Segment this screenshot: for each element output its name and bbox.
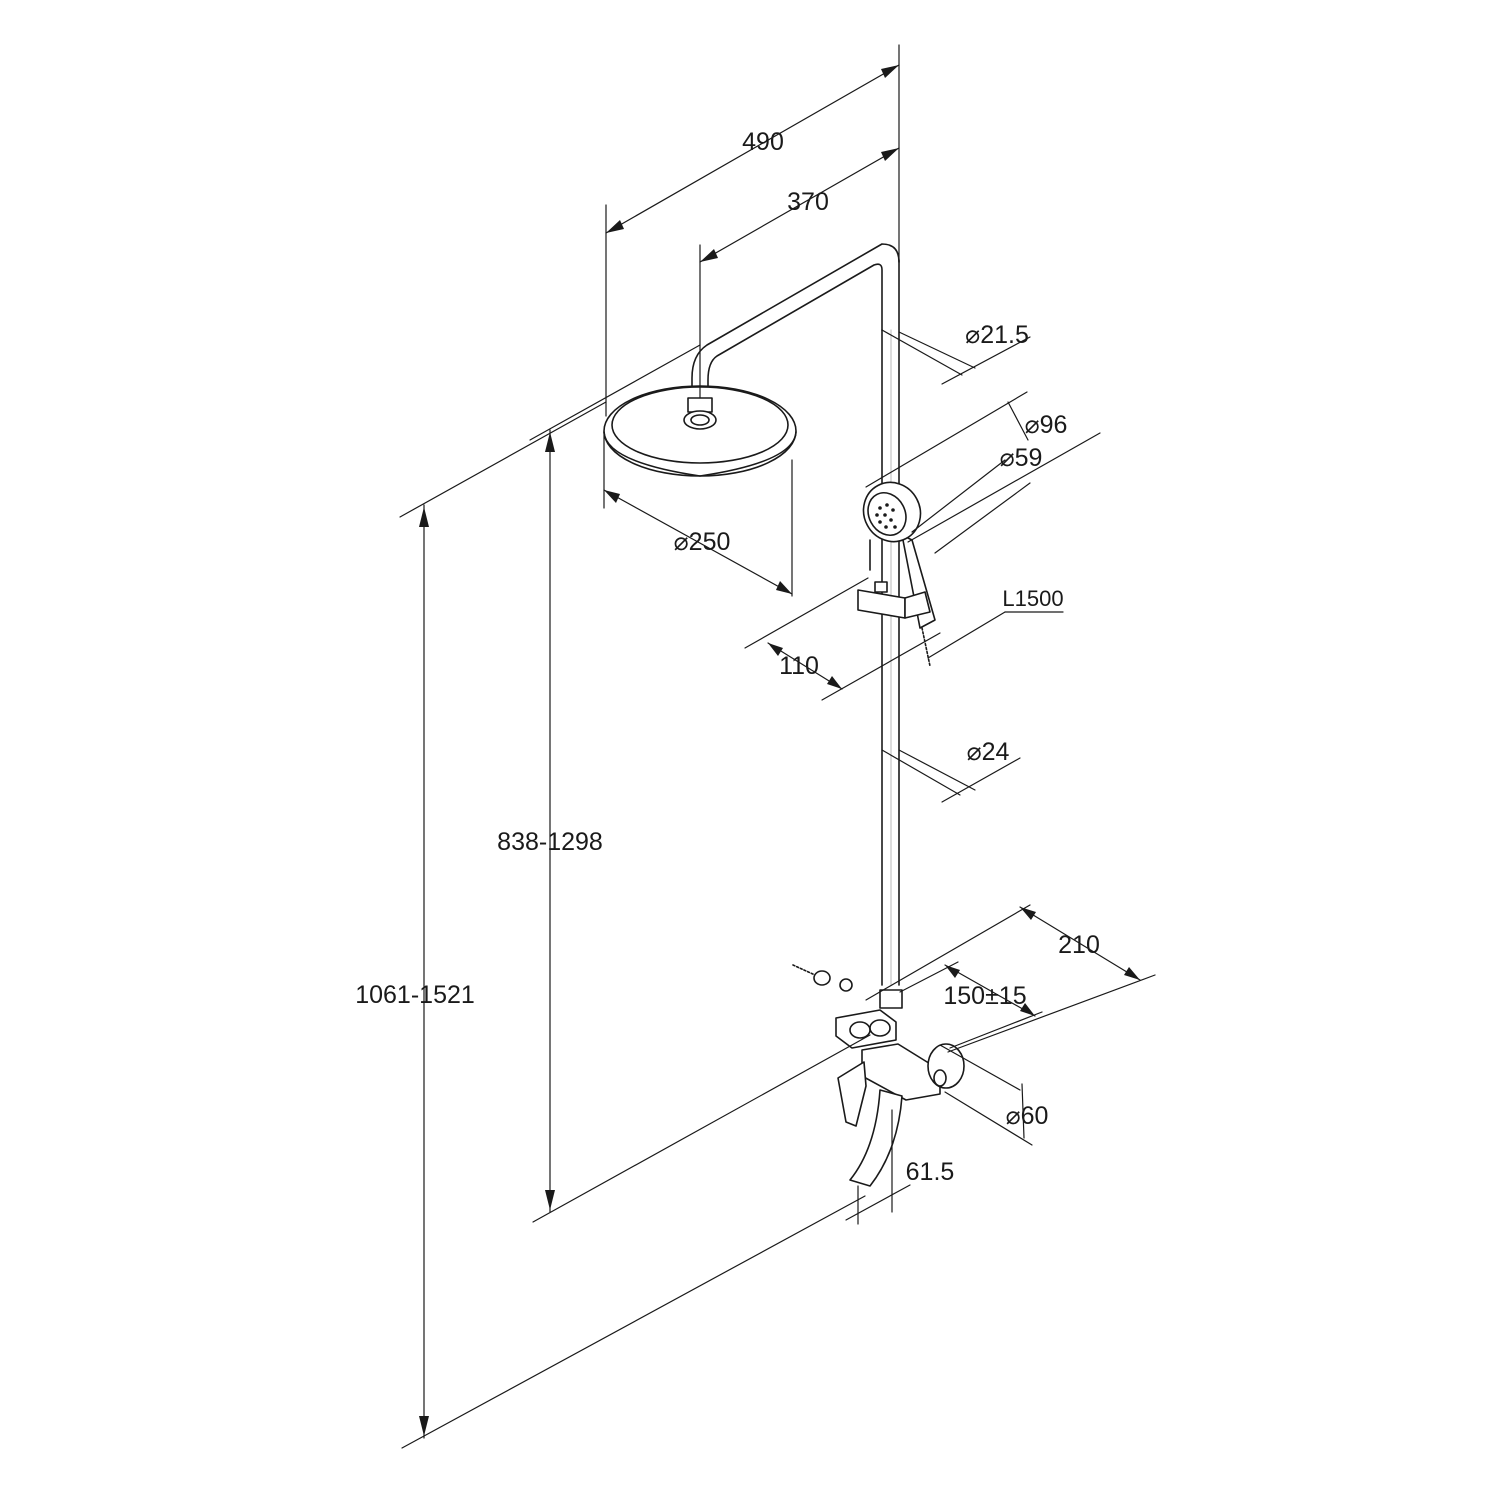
dim-21-5-label: ⌀21.5 — [965, 321, 1029, 349]
dim-61-5: 61.5 — [845, 1109, 955, 1225]
dim-370: 370 — [699, 147, 900, 399]
dim-838-1298: 838-1298 — [497, 344, 871, 1223]
dim-490: 490 — [605, 44, 900, 417]
dim-96: ⌀96 — [865, 391, 1101, 543]
dim-250-label: ⌀250 — [674, 528, 731, 556]
dim-210-label: 210 — [1058, 931, 1100, 959]
lower-slider — [835, 989, 903, 1049]
dim-24: ⌀24 — [881, 738, 1021, 803]
rain-shower-head — [603, 385, 797, 477]
dim-59: ⌀59 — [911, 444, 1043, 554]
dimension-lines: 490 370 ⌀21.5 ⌀96 ⌀59 — [355, 44, 1156, 1449]
hand-shower — [857, 481, 936, 667]
dim-150-15-label: 150±15 — [943, 982, 1026, 1010]
dim-370-label: 370 — [787, 188, 829, 216]
riser-pipe — [881, 259, 900, 986]
dim-1061-1521: 1061-1521 — [355, 401, 866, 1449]
dim-61-5-label: 61.5 — [906, 1158, 955, 1186]
dim-l1500: L1500 — [927, 586, 1064, 659]
mounting-parts — [792, 964, 853, 992]
nozzle-dots — [875, 503, 897, 529]
dim-24-label: ⌀24 — [967, 738, 1010, 766]
dim-1061-1521-label: 1061-1521 — [355, 981, 475, 1009]
dim-60: ⌀60 — [939, 1044, 1049, 1146]
dim-838-1298-label: 838-1298 — [497, 828, 603, 856]
dim-110-label: 110 — [779, 652, 819, 680]
dim-210: 210 — [865, 904, 1156, 1053]
dim-59-label: ⌀59 — [1000, 444, 1043, 472]
overhead-arm — [691, 243, 900, 399]
dim-490-label: 490 — [742, 128, 784, 156]
dim-150-15: 150±15 — [899, 961, 1043, 1049]
dim-110: 110 — [744, 577, 941, 701]
shower-structure — [603, 243, 965, 1187]
dim-l1500-label: L1500 — [1002, 586, 1063, 611]
hose — [921, 627, 931, 667]
dim-21-5: ⌀21.5 — [881, 321, 1031, 385]
bath-mixer — [837, 1043, 965, 1187]
dim-60-label: ⌀60 — [1006, 1102, 1049, 1130]
dim-96-label: ⌀96 — [1025, 411, 1068, 439]
dim-250: ⌀250 — [603, 431, 793, 597]
